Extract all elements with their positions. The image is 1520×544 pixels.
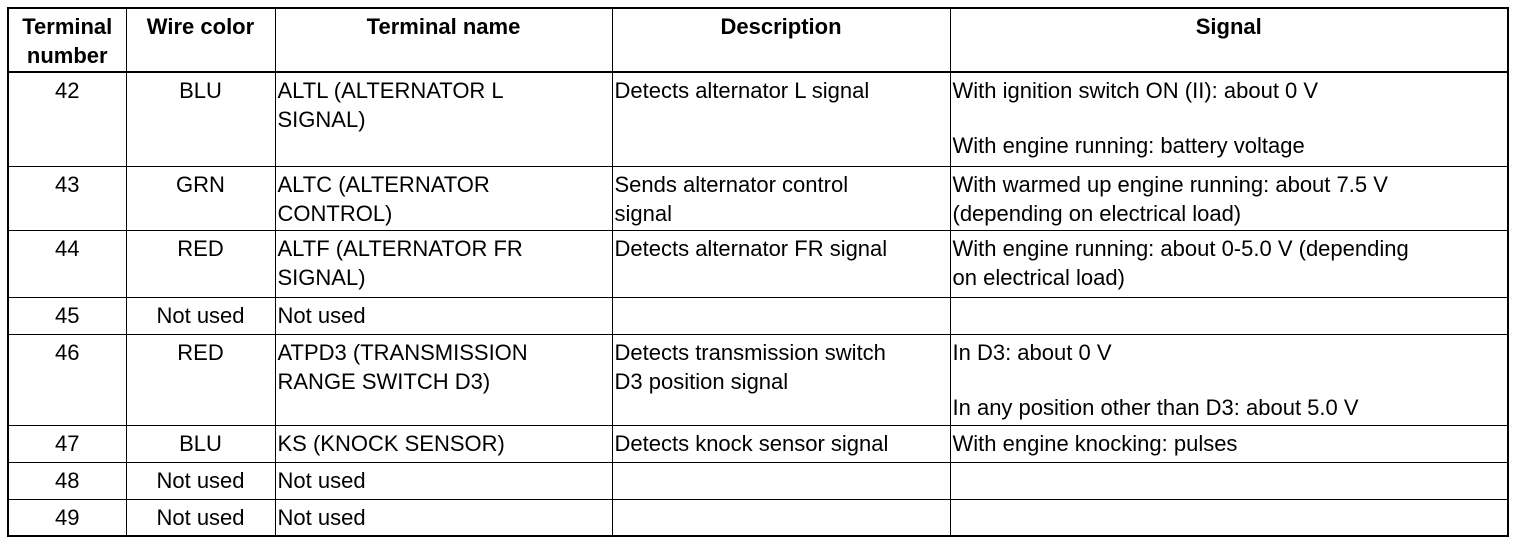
description-cell <box>611 498 951 537</box>
signal-line: In any position other than D3: about 5.0… <box>952 394 1359 420</box>
wire-color-cell: Not used <box>125 296 276 335</box>
signal-cell: With engine running: about 0-5.0 V (depe… <box>949 229 1509 298</box>
table-header: Terminal number Wire color Terminal name Des… <box>7 7 1509 73</box>
signal-line: With engine knocking: pulses <box>952 430 1238 456</box>
terminal-table: Terminal number Wire color Terminal name Des… <box>7 7 1509 537</box>
terminal-number-cell: 48 <box>7 461 127 500</box>
signal-cell: In D3: about 0 V In any position other th… <box>949 333 1509 426</box>
terminal-name-line: CONTROL) <box>277 200 393 226</box>
wire-color-header-line: Wire color <box>146 14 255 39</box>
terminal-name-line: KS (KNOCK SENSOR) <box>277 430 505 456</box>
description-cell: Detects knock sensor signal <box>611 424 951 463</box>
description-header: Description <box>611 7 951 73</box>
terminal-name-line: ALTF (ALTERNATOR FR <box>277 235 523 261</box>
description-cell: Detects alternator L signal <box>611 71 951 167</box>
description-line: D3 position signal <box>614 368 789 394</box>
signal-line: With warmed up engine running: about 7.5… <box>952 171 1388 197</box>
terminal-name-line: RANGE SWITCH D3) <box>277 368 491 394</box>
terminal-name-line: Not used <box>277 504 366 530</box>
wire-color-cell: Not used <box>125 461 276 500</box>
terminal-name-line: SIGNAL) <box>277 107 366 132</box>
wire-color-cell: BLU <box>125 71 276 167</box>
signal-line: With engine running: about 0-5.0 V (depe… <box>952 235 1409 261</box>
terminal-table-container: Terminal number Wire color Terminal name Des… <box>7 7 1509 537</box>
terminal-name-line: Not used <box>277 467 366 493</box>
signal-cell <box>949 498 1509 537</box>
terminal-name-header-line: Terminal name <box>366 14 521 39</box>
terminal-name-cell: ALTC (ALTERNATOR CONTROL) <box>274 165 613 231</box>
wire-color-cell: Not used <box>125 498 276 537</box>
description-header-line: Description <box>720 14 842 39</box>
signal-cell <box>949 296 1509 335</box>
terminal-name-cell: Not used <box>274 296 613 335</box>
description-cell <box>611 296 951 335</box>
signal-line: In D3: about 0 V <box>952 339 1112 365</box>
terminal-number-cell: 46 <box>7 333 127 426</box>
description-line: Detects transmission switch <box>614 339 886 365</box>
signal-cell: With warmed up engine running: about 7.5… <box>949 165 1509 231</box>
wire-color-cell: BLU <box>125 424 276 463</box>
wire-color-header: Wire color <box>125 7 276 73</box>
signal-line: With engine running: battery voltage <box>952 133 1305 158</box>
terminal-name-header: Terminal name <box>274 7 613 73</box>
description-cell: Sends alternator control signal <box>611 165 951 231</box>
signal-cell: With engine knocking: pulses <box>949 424 1509 463</box>
terminal-name-line: Not used <box>277 302 366 328</box>
signal-cell: With ignition switch ON (II): about 0 V W… <box>949 71 1509 167</box>
terminal-name-line: ALTC (ALTERNATOR <box>277 171 490 197</box>
signal-header-line: Signal <box>1195 14 1262 39</box>
terminal-number-header-line: Terminal <box>22 14 113 39</box>
wire-color-cell: RED <box>125 229 276 298</box>
terminal-name-cell: Not used <box>274 498 613 537</box>
terminal-number-cell: 47 <box>7 424 127 463</box>
description-cell <box>611 461 951 500</box>
signal-header: Signal <box>949 7 1509 73</box>
terminal-name-cell: ALTF (ALTERNATOR FR SIGNAL) <box>274 229 613 298</box>
signal-line: With ignition switch ON (II): about 0 V <box>952 78 1319 103</box>
terminal-name-cell: Not used <box>274 461 613 500</box>
description-cell: Detects alternator FR signal <box>611 229 951 298</box>
description-cell: Detects transmission switch D3 position s… <box>611 333 951 426</box>
terminal-name-line: SIGNAL) <box>277 264 366 290</box>
signal-cell <box>949 461 1509 500</box>
terminal-name-cell: KS (KNOCK SENSOR) <box>274 424 613 463</box>
terminal-number-header-line: number <box>26 43 108 68</box>
header-row: Terminal number Wire color Terminal name Des… <box>7 7 1509 73</box>
terminal-number-header: Terminal number <box>7 7 127 73</box>
description-line: Detects knock sensor signal <box>614 430 889 456</box>
terminal-name-line: ALTL (ALTERNATOR L <box>277 78 504 103</box>
signal-line: (depending on electrical load) <box>952 200 1242 226</box>
signal-line: on electrical load) <box>952 264 1125 290</box>
terminal-name-line: ATPD3 (TRANSMISSION <box>277 339 528 365</box>
wire-color-cell: RED <box>125 333 276 426</box>
terminal-name-cell: ATPD3 (TRANSMISSION RANGE SWITCH D3) <box>274 333 613 426</box>
terminal-number-cell: 42 <box>7 71 127 167</box>
terminal-number-cell: 45 <box>7 296 127 335</box>
description-line: Detects alternator L signal <box>614 78 870 103</box>
signal-spacer <box>953 105 1506 131</box>
description-line: Sends alternator control <box>614 171 849 197</box>
signal-spacer <box>953 367 1506 393</box>
terminal-number-cell: 44 <box>7 229 127 298</box>
terminal-number-cell: 43 <box>7 165 127 231</box>
wire-color-cell: GRN <box>125 165 276 231</box>
description-line: Detects alternator FR signal <box>614 235 888 261</box>
description-line: signal <box>614 200 672 226</box>
terminal-name-cell: ALTL (ALTERNATOR L SIGNAL) <box>274 71 613 167</box>
terminal-number-cell: 49 <box>7 498 127 537</box>
